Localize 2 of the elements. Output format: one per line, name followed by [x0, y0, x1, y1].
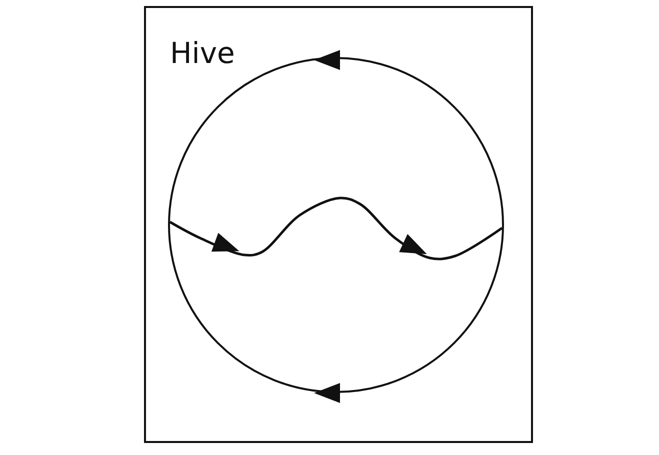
- hive-box: [144, 6, 533, 443]
- hive-label: Hive: [170, 36, 235, 70]
